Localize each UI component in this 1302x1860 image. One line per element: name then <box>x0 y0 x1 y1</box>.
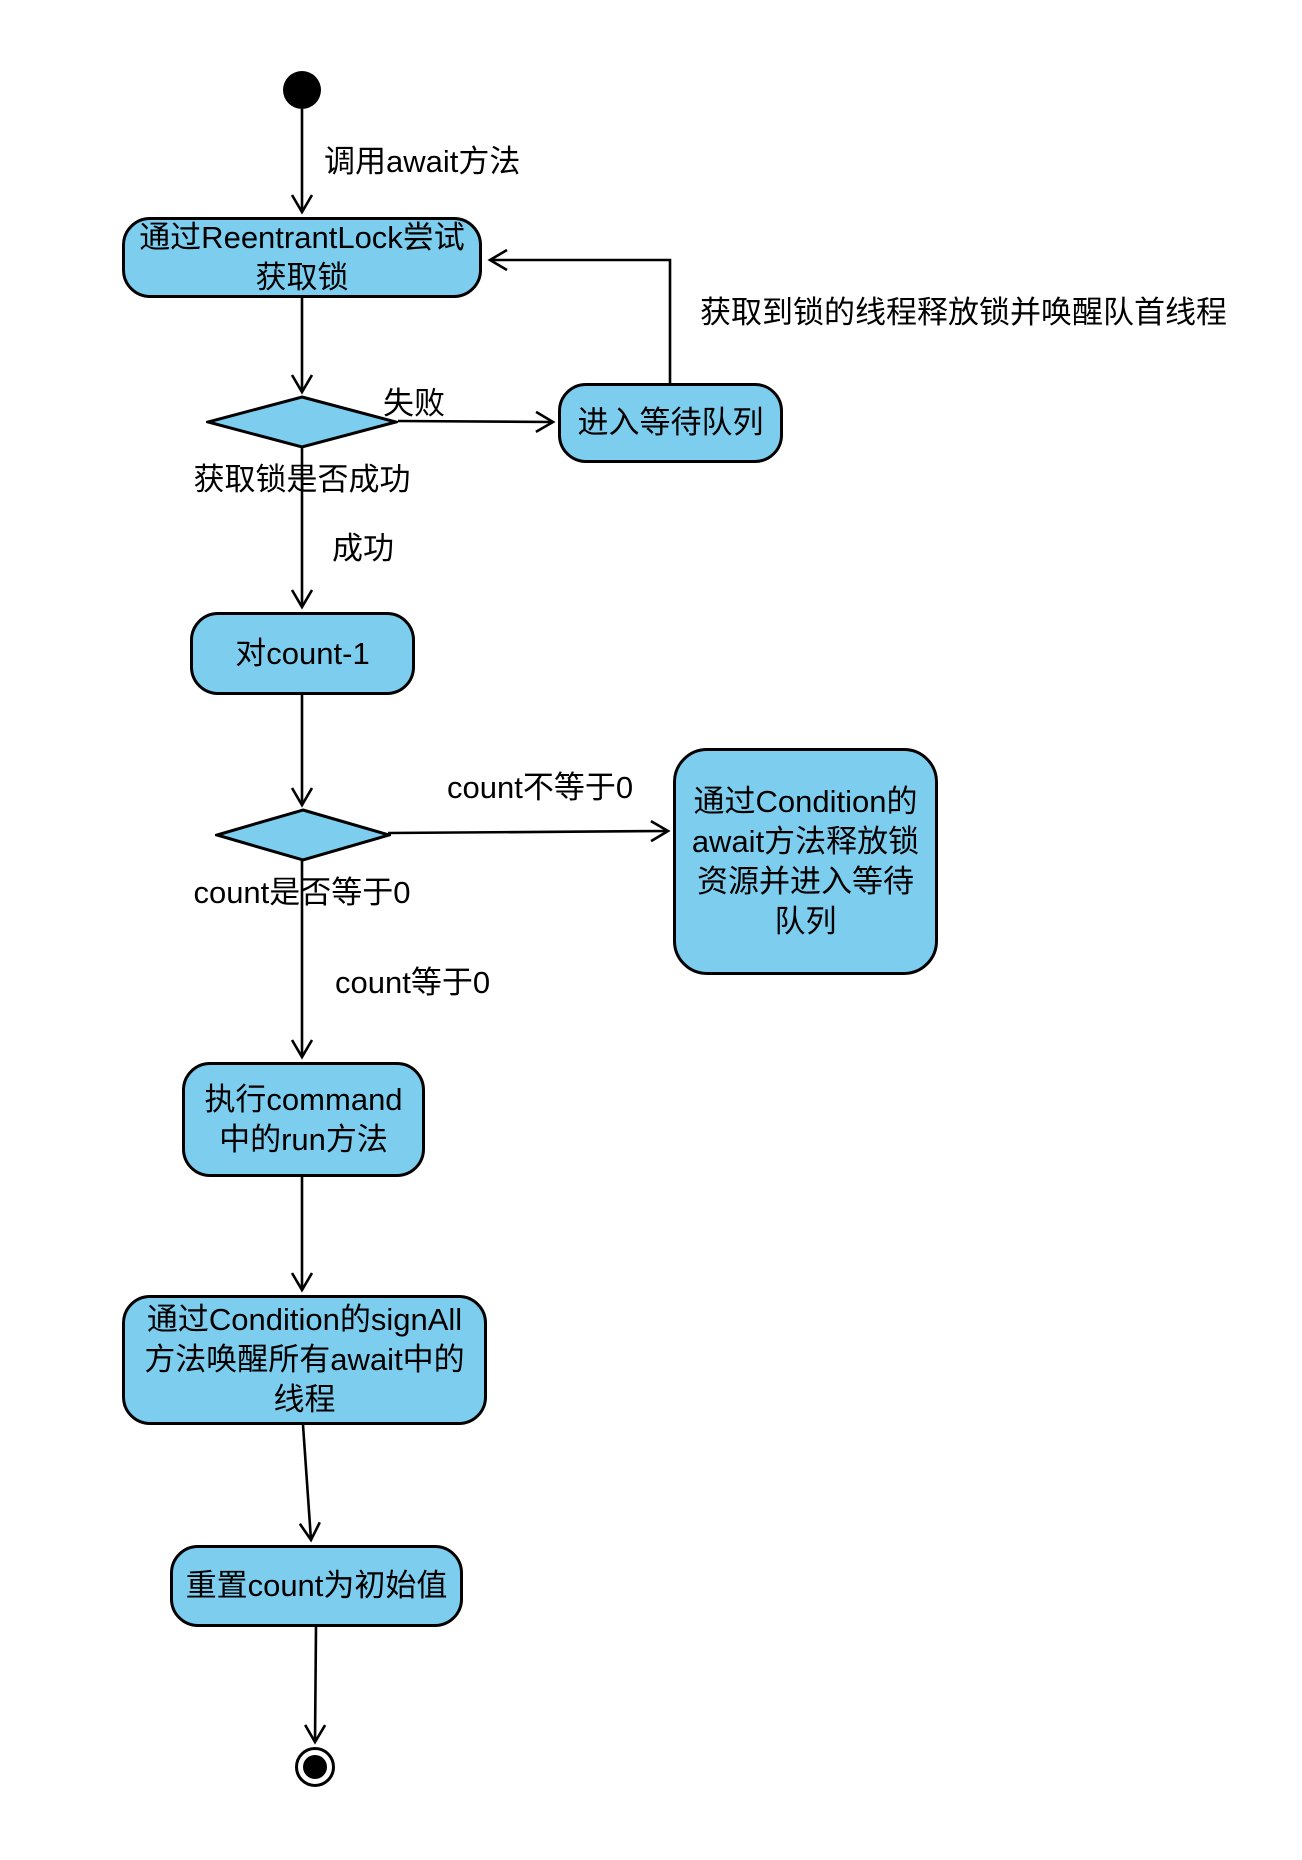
edge-label-count-not-zero: count不等于0 <box>447 770 634 805</box>
edge-label-success: 成功 <box>332 531 394 566</box>
action-run-command: 执行command 中的run方法 <box>182 1062 425 1177</box>
edge-enqueue-back-to-acquire <box>487 248 672 383</box>
action-condition-await: 通过Condition的 await方法释放锁 资源并进入等待 队列 <box>673 748 938 975</box>
edge-notzero-to-await <box>387 819 671 843</box>
end-node-dot <box>303 1755 327 1779</box>
edge-label-fail: 失败 <box>383 386 445 421</box>
action-count-decrement: 对count-1 <box>190 612 415 695</box>
edge-label-release-wakeup: 获取到锁的线程释放锁并唤醒队首线程 <box>700 295 1227 330</box>
decision-count-zero-shape <box>215 808 391 862</box>
decision-lock-success-shape <box>206 395 398 449</box>
action-enter-wait-queue: 进入等待队列 <box>558 383 783 463</box>
action-signall-wakeup: 通过Condition的signAll 方法唤醒所有await中的 线程 <box>122 1295 487 1425</box>
edge-label-call-await: 调用await方法 <box>324 144 521 179</box>
action-reset-count: 重置count为初始值 <box>170 1545 463 1627</box>
decision-label-count-zero: count是否等于0 <box>193 875 411 910</box>
end-node <box>295 1747 335 1787</box>
edge-reset-to-end <box>304 1626 327 1745</box>
action-acquire-lock: 通过ReentrantLock尝试 获取锁 <box>122 217 482 298</box>
start-node <box>283 71 321 109</box>
edge-fail-to-enqueue <box>397 410 556 434</box>
edge-signall-to-reset <box>298 1424 321 1543</box>
edge-label-count-is-zero: count等于0 <box>335 965 491 1000</box>
decision-label-lock-success: 获取锁是否成功 <box>193 462 411 497</box>
